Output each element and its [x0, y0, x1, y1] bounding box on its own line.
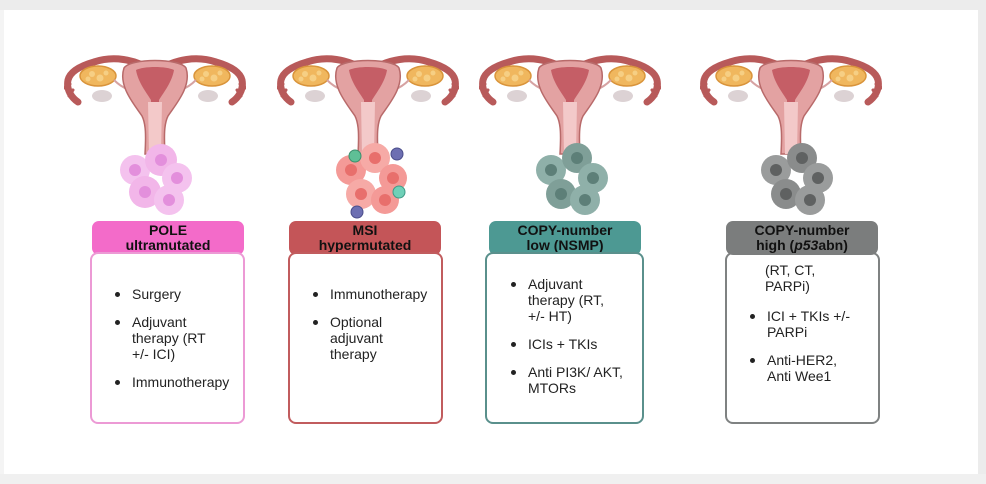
frame-bottom-edge	[0, 474, 986, 484]
panel-header: POLE ultramutated	[92, 221, 244, 255]
list-item: Anti-HER2, Anti Wee1	[748, 352, 859, 384]
list-item: Immunotherapy	[113, 374, 243, 390]
header-line-2-suffix: abn)	[818, 237, 848, 253]
list-item: Optional adjuvant therapy	[311, 314, 410, 362]
therapy-card: Adjuvant therapy (RT, +/- HT) ICIs + TKI…	[485, 252, 644, 424]
list-item: Anti PI3K/ AKT, MTORs	[509, 364, 624, 396]
header-line-2: high (p53abn)	[726, 238, 878, 253]
frame-top-edge	[0, 0, 986, 10]
therapy-card: Surgery Adjuvant therapy (RT +/- ICI) Im…	[90, 252, 245, 424]
panel-header: COPY-number high (p53abn)	[726, 221, 878, 255]
header-line-2: low (NSMP)	[526, 237, 604, 253]
list-item: ICIs + TKIs	[509, 336, 639, 352]
header-line-1: COPY-number	[517, 222, 613, 238]
therapy-list: Immunotherapy Optional adjuvant therapy	[311, 286, 441, 374]
header-line-2-prefix: high (	[756, 237, 795, 253]
therapy-list: Adjuvant therapy (RT, +/- HT) ICIs + TKI…	[509, 276, 639, 408]
header-line-2-italic: p53	[794, 237, 819, 253]
list-item: Adjuvant therapy (RT +/- ICI)	[113, 314, 222, 362]
tumor-cells-illustration	[120, 144, 192, 215]
panel-header: COPY-number low (NSMP)	[489, 221, 641, 255]
header-line-2: hypermutated	[318, 237, 412, 253]
list-item: Immunotherapy	[311, 286, 441, 302]
header-line-1: POLE	[148, 222, 188, 238]
tumor-cells-illustration	[335, 142, 408, 219]
therapy-card: Immunotherapy Optional adjuvant therapy	[288, 252, 443, 424]
frame-right-edge	[978, 0, 986, 484]
header-line-1: MSI	[352, 222, 378, 238]
tumor-cells-illustration	[536, 143, 608, 215]
therapy-card: (RT, CT, PARPi) ICI + TKIs +/- PARPi Ant…	[725, 252, 880, 424]
panel-header: MSI hypermutated	[289, 221, 441, 255]
tumor-cells-illustration	[761, 143, 833, 215]
lead-text: (RT, CT, PARPi)	[765, 262, 816, 294]
frame-left-edge	[0, 0, 4, 484]
header-line-2: ultramutated	[125, 237, 211, 253]
list-item: ICI + TKIs +/- PARPi	[748, 308, 859, 340]
list-item: Adjuvant therapy (RT, +/- HT)	[509, 276, 620, 324]
header-line-1: COPY-number	[754, 222, 850, 238]
list-item: Surgery	[113, 286, 243, 302]
therapy-list: Surgery Adjuvant therapy (RT +/- ICI) Im…	[113, 286, 243, 402]
therapy-list: ICI + TKIs +/- PARPi Anti-HER2, Anti Wee…	[748, 308, 878, 396]
